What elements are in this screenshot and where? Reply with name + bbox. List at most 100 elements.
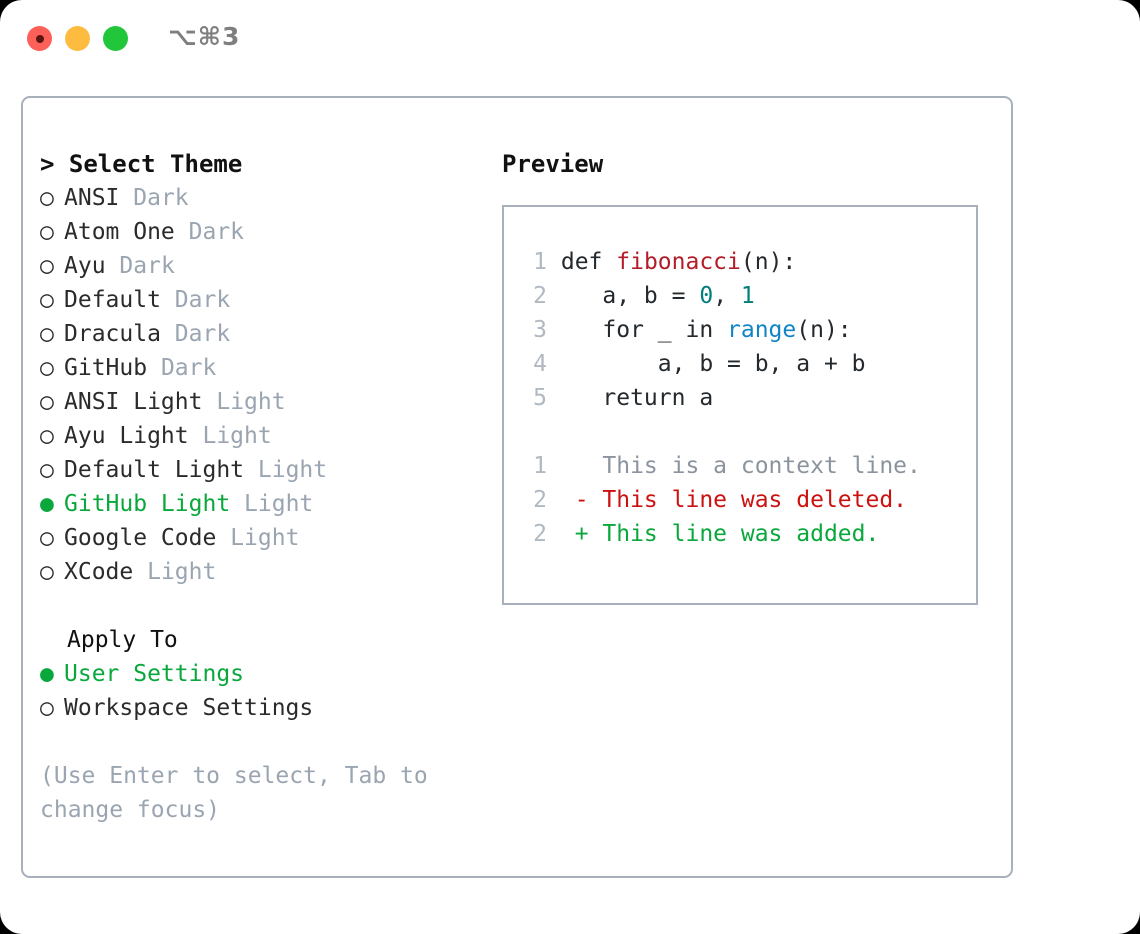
theme-option-label: Ayu Light [64, 423, 189, 449]
theme-option-variant: Dark [188, 219, 245, 245]
radio-unselected-icon: ○ [40, 525, 54, 551]
diff-marker: - [547, 487, 589, 513]
theme-option-label: Default [64, 287, 161, 313]
line-number: 1 [533, 249, 547, 275]
maximize-dot[interactable] [103, 26, 128, 51]
theme-option-google-code[interactable]: ○ Google Code Light [40, 521, 480, 555]
code-line: 1 def fibonacci(n): [519, 245, 866, 279]
diff-marker [547, 453, 589, 479]
code-token: for _ in [547, 317, 728, 343]
theme-option-label: ANSI Light [64, 389, 203, 415]
theme-option-github-light[interactable]: ● GitHub Light Light [40, 487, 480, 521]
code-line: 5 return a [519, 381, 866, 415]
code-token: range [727, 317, 797, 343]
diff-text: This is a context line. [588, 453, 921, 479]
theme-option-label: XCode [64, 559, 134, 585]
theme-option-variant: Dark [160, 355, 217, 381]
apply-to-option-user-settings[interactable]: ● User Settings [40, 657, 480, 691]
theme-selector-column: > Select Theme ○ANSI Dark○Atom One Dark○… [40, 147, 480, 827]
theme-option-variant: Light [216, 389, 286, 415]
line-number: 1 [533, 453, 547, 479]
radio-unselected-icon: ○ [40, 559, 54, 585]
theme-option-variant: Light [244, 491, 314, 517]
select-theme-header: > Select Theme [40, 150, 243, 178]
theme-option-ayu[interactable]: ○ Ayu Dark [40, 249, 480, 283]
line-number: 2 [533, 283, 547, 309]
code-token: def [547, 249, 617, 275]
theme-option-variant: Dark [119, 253, 175, 279]
line-number: 4 [533, 351, 547, 377]
theme-option-label: Atom One [64, 219, 175, 245]
apply-to-header: Apply To [67, 627, 178, 653]
radio-unselected-icon: ○ [40, 219, 54, 245]
keyboard-shortcut-label: ⌥⌘3 [168, 22, 241, 51]
preview-column: Preview 1 def fibonacci(n):2 a, b = 0, 1… [502, 147, 992, 605]
theme-option-label: GitHub [64, 355, 148, 381]
theme-option-variant: Light [202, 423, 272, 449]
radio-unselected-icon: ○ [40, 423, 54, 449]
diff-line: 2 - This line was deleted. [519, 483, 921, 517]
radio-unselected-icon: ○ [40, 185, 54, 211]
radio-unselected-icon: ○ [40, 457, 54, 483]
theme-option-label: Default Light [64, 457, 245, 483]
code-token: (n): [796, 317, 852, 343]
hint-text: (Use Enter to select, Tab to change focu… [40, 763, 442, 823]
theme-option-github[interactable]: ○ GitHub Dark [40, 351, 480, 385]
theme-option-atom-one[interactable]: ○ Atom One Dark [40, 215, 480, 249]
radio-unselected-icon: ○ [40, 253, 54, 279]
main-panel: > Select Theme ○ANSI Dark○Atom One Dark○… [21, 96, 1013, 878]
apply-to-option-label: Workspace Settings [64, 695, 314, 721]
diff-marker: + [547, 521, 589, 547]
code-token: fibonacci [616, 249, 741, 275]
theme-option-default[interactable]: ○ Default Dark [40, 283, 480, 317]
theme-option-ayu-light[interactable]: ○ Ayu Light Light [40, 419, 480, 453]
diff-line: 1 This is a context line. [519, 449, 921, 483]
code-token: 1 [740, 283, 755, 309]
theme-option-label: Ayu [64, 253, 106, 279]
apply-to-option-label: User Settings [64, 661, 245, 687]
radio-unselected-icon: ○ [40, 389, 54, 415]
theme-option-ansi-light[interactable]: ○ ANSI Light Light [40, 385, 480, 419]
line-number: 3 [533, 317, 547, 343]
apply-to-option-workspace-settings[interactable]: ○ Workspace Settings [40, 691, 480, 725]
diff-line: 2 + This line was added. [519, 517, 921, 551]
theme-option-variant: Dark [174, 287, 231, 313]
preview-header: Preview [502, 150, 604, 178]
code-token: (n): [740, 249, 797, 275]
radio-selected-icon: ● [40, 661, 54, 687]
theme-option-variant: Dark [174, 321, 231, 347]
code-token: a, b = [547, 283, 700, 309]
diff-sample: 1 This is a context line.2 - This line w… [519, 449, 921, 551]
diff-text: This line was added. [588, 521, 880, 547]
radio-unselected-icon: ○ [40, 695, 54, 721]
traffic-lights [27, 26, 128, 51]
theme-option-ansi[interactable]: ○ANSI Dark [40, 181, 480, 215]
theme-option-xcode[interactable]: ○ XCode Light [40, 555, 480, 589]
minimize-dot[interactable] [65, 26, 90, 51]
theme-option-label: GitHub Light [64, 491, 231, 517]
theme-list[interactable]: ○ANSI Dark○Atom One Dark○Ayu Dark○Defaul… [40, 181, 480, 589]
theme-option-variant: Light [147, 559, 217, 585]
theme-option-label: Google Code [64, 525, 217, 551]
code-token: , [713, 283, 741, 309]
radio-unselected-icon: ○ [40, 355, 54, 381]
radio-selected-icon: ● [40, 491, 54, 517]
theme-option-dracula[interactable]: ○ Dracula Dark [40, 317, 480, 351]
theme-option-label: Dracula [64, 321, 161, 347]
close-dot[interactable] [27, 26, 52, 51]
radio-unselected-icon: ○ [40, 321, 54, 347]
line-number: 2 [533, 521, 547, 547]
radio-unselected-icon: ○ [40, 287, 54, 313]
line-number: 5 [533, 385, 547, 411]
apply-to-list[interactable]: ● User Settings ○ Workspace Settings [40, 657, 480, 725]
theme-option-variant: Dark [133, 185, 189, 211]
theme-option-default-light[interactable]: ○Default Light Light [40, 453, 480, 487]
code-token: 0 [699, 283, 714, 309]
line-number: 2 [533, 487, 547, 513]
title-bar: ⌥⌘3 [0, 0, 1140, 78]
code-token: return a [547, 385, 714, 411]
theme-option-variant: Light [230, 525, 300, 551]
